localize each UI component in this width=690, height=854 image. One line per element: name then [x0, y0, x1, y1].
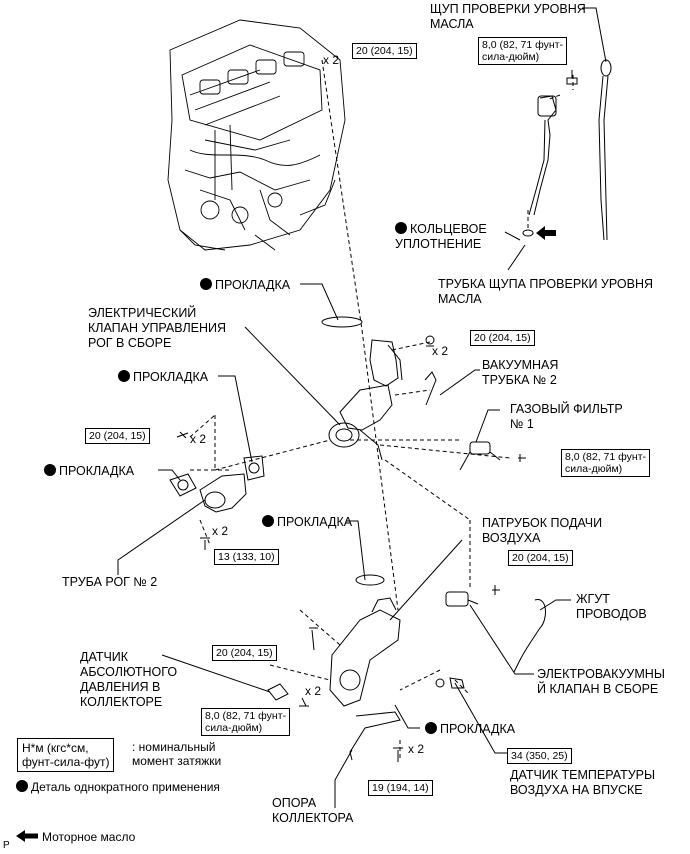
label-gasket-middle: ПРОКЛАДКА — [262, 515, 352, 530]
label-wire-harness: ЖГУТ ПРОВОДОВ — [576, 592, 647, 621]
torque-box: 20 (204, 15) — [85, 428, 150, 444]
torque-box: 20 (204, 15) — [352, 43, 417, 59]
engine-oil-arrow-icon — [16, 830, 38, 842]
vsv-drawing — [445, 585, 500, 607]
gasket-top-drawing — [321, 316, 363, 328]
quantity-multiplier: x 2 — [212, 524, 229, 538]
label-gasket-top: ПРОКЛАДКА — [200, 278, 290, 293]
label-gas-filter: ГАЗОВЫЙ ФИЛЬТР № 1 — [510, 402, 623, 431]
gasket-middle-drawing — [355, 574, 385, 586]
torque-box: 34 (350, 25) — [507, 748, 572, 764]
quantity-multiplier: x 2 — [408, 742, 425, 756]
gas-filter-drawing — [459, 441, 526, 471]
non-reusable-dot-icon — [200, 278, 212, 290]
label-egr-valve: ЭЛЕКТРИЧЕСКИЙ КЛАПАН УПРАВЛЕНИЯ РОГ В СБ… — [88, 306, 227, 350]
oil-dipstick-drawing — [598, 59, 612, 241]
manifold-stay-drawing — [349, 711, 401, 761]
engine-block-drawing — [167, 19, 346, 251]
torque-box: 8,0 (82, 71 фунт- сила-дюйм) — [478, 37, 567, 65]
legend-engine-oil: Моторное масло — [16, 815, 135, 845]
label-air-inlet: ПАТРУБОК ПОДАЧИ ВОЗДУХА — [482, 516, 603, 545]
quantity-multiplier: x 2 — [190, 432, 207, 446]
non-reusable-dot-icon — [262, 515, 274, 527]
leader-lines — [117, 7, 607, 808]
torque-box: 20 (204, 15) — [508, 550, 573, 566]
torque-box: 13 (133, 10) — [214, 549, 279, 565]
label-egr-pipe: ТРУБА РОГ № 2 — [62, 575, 158, 589]
non-reusable-dot-icon — [425, 722, 437, 734]
vacuum-tube-drawing — [424, 371, 437, 406]
label-vacuum-tube: ВАКУУМНАЯ ТРУБКА № 2 — [482, 358, 559, 387]
label-manifold-stay: ОПОРА КОЛЛЕКТОРА — [272, 796, 354, 825]
label-dipstick-tube: ТРУБКА ЩУПА ПРОВЕРКИ УРОВНЯ МАСЛА — [438, 277, 654, 306]
egr-pipe-drawing — [176, 431, 247, 550]
quantity-multiplier: x 2 — [305, 684, 322, 698]
engine-oil-arrow-icon — [536, 226, 556, 240]
legend-unit-box: Н*м (кгс*см, фунт-сила-фут) — [17, 738, 115, 772]
torque-box: 8,0 (82, 71 фунт- сила-дюйм) — [561, 449, 650, 477]
torque-box: 20 (204, 15) — [212, 645, 277, 661]
iat-sensor-drawing — [435, 677, 465, 689]
egr-valve-drawing — [328, 335, 435, 461]
map-sensor-drawing — [267, 683, 309, 707]
label-gasket-left-upper: ПРОКЛАДКА — [118, 370, 208, 385]
non-reusable-dot-icon — [118, 370, 130, 382]
non-reusable-dot-icon — [16, 780, 28, 792]
dashed-guides — [189, 59, 574, 760]
gaskets-left-drawing — [169, 455, 265, 497]
dipstick-tube-drawing — [522, 70, 578, 237]
torque-box: 20 (204, 15) — [470, 330, 535, 346]
label-gasket-lower-right: ПРОКЛАДКА — [425, 722, 515, 737]
torque-box: 8,0 (82, 71 фунт- сила-дюйм) — [201, 708, 290, 736]
label-map-sensor: ДАТЧИК АБСОЛЮТНОГО ДАВЛЕНИЯ В КОЛЛЕКТОРЕ — [80, 650, 178, 709]
torque-box: 19 (194, 14) — [368, 780, 433, 796]
air-inlet-drawing — [309, 597, 401, 707]
label-vsv: ЭЛЕКТРОВАКУУМНЫ Й КЛАПАН В СБОРЕ — [537, 667, 665, 696]
non-reusable-dot-icon — [44, 464, 56, 476]
legend-single-use: Деталь однократного применения — [16, 780, 220, 795]
quantity-multiplier: x 2 — [323, 53, 340, 67]
label-iat-sensor: ДАТЧИК ТЕМПЕРАТУРЫ ВОЗДУХА НА ВПУСКЕ — [510, 768, 656, 797]
non-reusable-dot-icon — [395, 222, 407, 234]
label-o-ring: КОЛЬЦЕВОЕ УПЛОТНЕНИЕ — [395, 222, 487, 251]
corner-mark: P — [3, 840, 10, 851]
label-gasket-left-lower: ПРОКЛАДКА — [44, 464, 134, 479]
label-dipstick: ЩУП ПРОВЕРКИ УРОВНЯ МАСЛА — [430, 2, 586, 31]
quantity-multiplier: x 2 — [432, 344, 449, 358]
wire-harness-drawing — [513, 599, 546, 673]
legend-unit-description: : номинальный момент затяжки — [132, 740, 222, 768]
